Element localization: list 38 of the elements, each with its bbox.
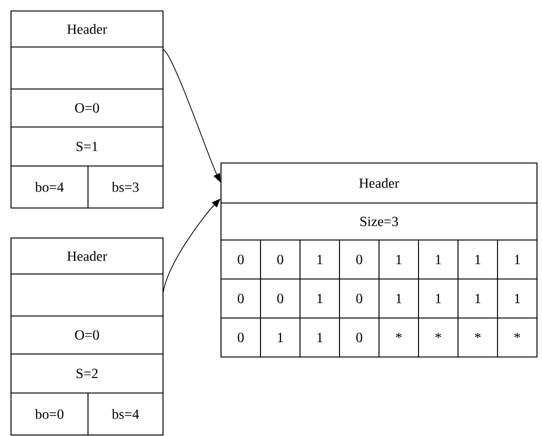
record-cell: bo=4	[10, 166, 88, 208]
record-cell: Header	[10, 238, 164, 274]
record-cell: 0	[339, 278, 380, 318]
record-cell: 1	[458, 240, 498, 280]
record-cell: *	[378, 318, 419, 358]
record-cell: 0	[339, 240, 380, 280]
record-cell: 1	[300, 278, 340, 318]
record-cell: S=2	[10, 354, 164, 394]
record-cell: 1	[300, 240, 340, 280]
record-cell: *	[418, 318, 458, 358]
record-cell: 1	[497, 240, 538, 280]
record-cell: bo=0	[10, 392, 88, 436]
record-cell: 1	[458, 278, 498, 318]
empty-cell	[10, 274, 164, 316]
record-cell: 0	[260, 240, 300, 280]
record-cell: 1	[260, 318, 300, 358]
record-cell: Header	[10, 10, 164, 48]
record-cell: 1	[418, 240, 458, 280]
record-cell: 0	[220, 278, 261, 318]
record-cell: *	[458, 318, 498, 358]
record-cell: Header	[220, 162, 538, 204]
record-cell: 0	[260, 278, 300, 318]
empty-cell	[10, 46, 164, 90]
record-cell: 0	[220, 240, 261, 280]
record-cell: 1	[378, 278, 419, 318]
record-cell: 1	[418, 278, 458, 318]
record-cell: Size=3	[220, 202, 538, 240]
record-cell: bs=3	[88, 166, 164, 208]
record-cell: 1	[497, 278, 538, 318]
record-cell: *	[497, 318, 538, 358]
record-cell: O=0	[10, 316, 164, 354]
record-cell: 1	[378, 240, 419, 280]
record-cell: O=0	[10, 88, 164, 128]
record-cell: bs=4	[88, 392, 164, 436]
record-cell: 1	[300, 318, 340, 358]
record-cell: 0	[339, 318, 380, 358]
record-cell: 0	[220, 318, 261, 358]
record-cell: S=1	[10, 126, 164, 166]
